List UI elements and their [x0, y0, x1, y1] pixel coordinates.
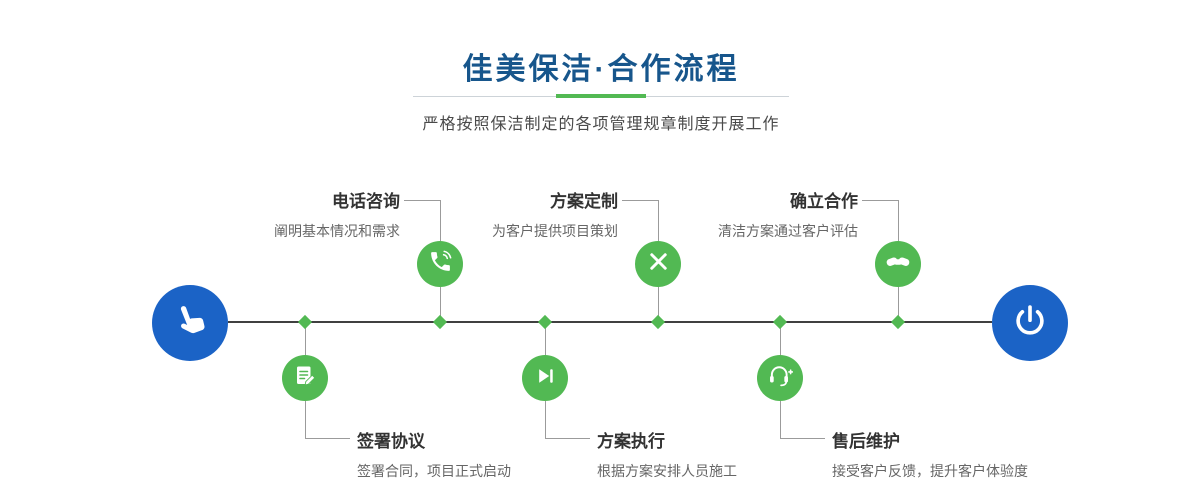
- step-desc: 为客户提供项目策划: [492, 223, 618, 239]
- connector-line: [862, 200, 899, 201]
- step-label: 确立合作: [790, 192, 858, 211]
- connector-line: [658, 287, 659, 322]
- step-node-service: [757, 355, 803, 401]
- connector-line: [658, 200, 659, 241]
- connector-line: [780, 401, 781, 438]
- step-node-cooperation: [875, 241, 921, 287]
- handshake-icon: [885, 249, 911, 280]
- step-desc: 阐明基本情况和需求: [274, 223, 400, 239]
- timeline-diamond-marker: [537, 314, 553, 330]
- step-text: 电话咨询 阐明基本情况和需求: [274, 187, 400, 241]
- step-node-design: [635, 241, 681, 287]
- step-node-contract: [282, 355, 328, 401]
- step-label: 方案定制: [550, 192, 618, 211]
- step-text: 确立合作 清洁方案通过客户评估: [718, 187, 858, 241]
- step-text: 方案定制 为客户提供项目策划: [492, 187, 618, 241]
- connector-line: [545, 401, 546, 438]
- title-divider-accent: [556, 94, 646, 98]
- connector-line: [305, 438, 350, 439]
- connector-line: [780, 322, 781, 355]
- step-desc: 签署合同，项目正式启动: [357, 463, 511, 479]
- timeline-diamond-marker: [772, 314, 788, 330]
- step-node-execute: [522, 355, 568, 401]
- step-label: 售后维护: [832, 432, 900, 451]
- play-icon: [533, 364, 557, 393]
- timeline-diamond-marker: [890, 314, 906, 330]
- page-subtitle: 严格按照保洁制定的各项管理规章制度开展工作: [422, 116, 780, 133]
- step-desc: 根据方案安排人员施工: [597, 463, 737, 479]
- connector-line: [305, 401, 306, 438]
- design-tools-icon: [646, 249, 671, 279]
- timeline-diamond-marker: [297, 314, 313, 330]
- page-title: 佳美保洁·合作流程: [462, 53, 740, 86]
- connector-line: [780, 438, 825, 439]
- timeline-line: [228, 321, 992, 323]
- step-text: 签署协议 签署合同，项目正式启动: [357, 427, 511, 481]
- connector-line: [622, 200, 659, 201]
- phone-icon: [428, 249, 453, 279]
- connector-line: [545, 438, 590, 439]
- step-text: 售后维护 接受客户反馈，提升客户体验度: [832, 427, 1028, 481]
- step-desc: 清洁方案通过客户评估: [718, 223, 858, 239]
- contract-icon: [293, 364, 317, 393]
- connector-line: [440, 200, 441, 241]
- timeline-diamond-marker: [432, 314, 448, 330]
- connector-line: [898, 200, 899, 241]
- connector-line: [404, 200, 441, 201]
- step-desc: 接受客户反馈，提升客户体验度: [832, 463, 1028, 479]
- timeline-diamond-marker: [650, 314, 666, 330]
- step-label: 签署协议: [357, 432, 425, 451]
- connector-line: [545, 322, 546, 355]
- pointing-hand-icon: [170, 301, 210, 346]
- step-label: 方案执行: [597, 432, 665, 451]
- timeline-end-node: [992, 285, 1068, 361]
- step-text: 方案执行 根据方案安排人员施工: [597, 427, 737, 481]
- connector-line: [440, 287, 441, 322]
- connector-line: [305, 322, 306, 355]
- connector-line: [898, 287, 899, 322]
- headset-icon: [767, 363, 794, 394]
- step-node-phone: [417, 241, 463, 287]
- power-icon: [1011, 302, 1049, 345]
- step-label: 电话咨询: [332, 192, 400, 211]
- timeline-start-node: [152, 285, 228, 361]
